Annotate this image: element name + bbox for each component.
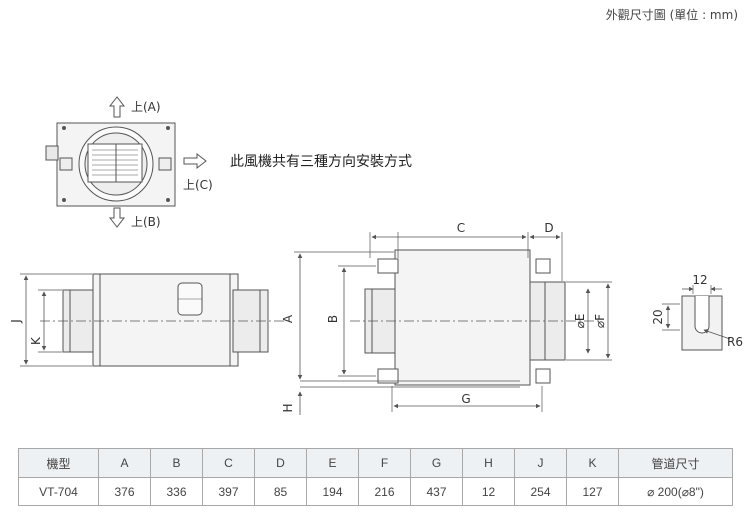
table-cell: 85 [254,477,307,506]
table-header-cell: B [150,448,203,478]
dim-label-j: J [9,319,23,324]
table-cell: ⌀ 200(⌀8") [618,477,733,506]
table-cell: 376 [98,477,151,506]
side-view-diagram [20,273,285,367]
arrow-down-icon [108,207,126,228]
top-view-diagram [45,122,176,207]
table-cell: 216 [358,477,411,506]
table-header-cell: A [98,448,151,478]
slot-detail-diagram [662,285,731,351]
dim-label-g: G [461,392,470,406]
dim-label-b: B [326,315,340,323]
table-cell: 336 [150,477,203,506]
detail-width-label: 12 [692,273,707,287]
table-header-cell: E [306,448,359,478]
dim-label-a: A [281,314,295,323]
dim-label-k: K [29,336,43,345]
dimension-drawing: 上(A) 上(B) 上(C) 此風機共有三種方向安裝方式 J K [9,96,743,415]
table-header-cell: K [566,448,619,478]
table-header-cell: D [254,448,307,478]
table-header-cell: J [514,448,567,478]
dim-label-d: D [544,221,553,235]
dim-label-e: ⌀E [573,314,587,329]
arrow-up-icon [108,96,126,118]
table-header-row: 機型 A B C D E F G H J K 管道尺寸 [18,448,733,478]
table-cell: 437 [410,477,463,506]
direction-label-a: 上(A) [131,100,161,114]
table-row: VT-704 376 336 397 85 194 216 437 12 254… [18,477,733,506]
install-note: 此風機共有三種方向安裝方式 [230,154,412,170]
table-cell: 254 [514,477,567,506]
arrow-right-icon [183,152,207,170]
table-header-cell: H [462,448,515,478]
front-view-diagram [294,232,612,415]
table-header-cell: C [202,448,255,478]
table-cell: 397 [202,477,255,506]
table-cell: 12 [462,477,515,506]
table-header-cell: 管道尺寸 [618,448,733,478]
dim-label-h: H [281,403,295,412]
dim-label-f: ⌀F [593,314,607,328]
table-header-cell: F [358,448,411,478]
direction-label-c: 上(C) [183,178,213,192]
detail-height-label: 20 [651,309,665,324]
table-header-cell: G [410,448,463,478]
table-cell: VT-704 [18,477,99,506]
page-title: 外觀尺寸圖 (單位 : mm) [605,8,738,22]
direction-label-b: 上(B) [131,215,161,229]
table-header-cell: 機型 [18,448,99,478]
dim-label-c: C [457,221,465,235]
table-cell: 127 [566,477,619,506]
table-cell: 194 [306,477,359,506]
spec-table: 機型 A B C D E F G H J K 管道尺寸 VT-704 376 3… [18,448,733,506]
detail-radius-label: R6 [727,335,743,349]
